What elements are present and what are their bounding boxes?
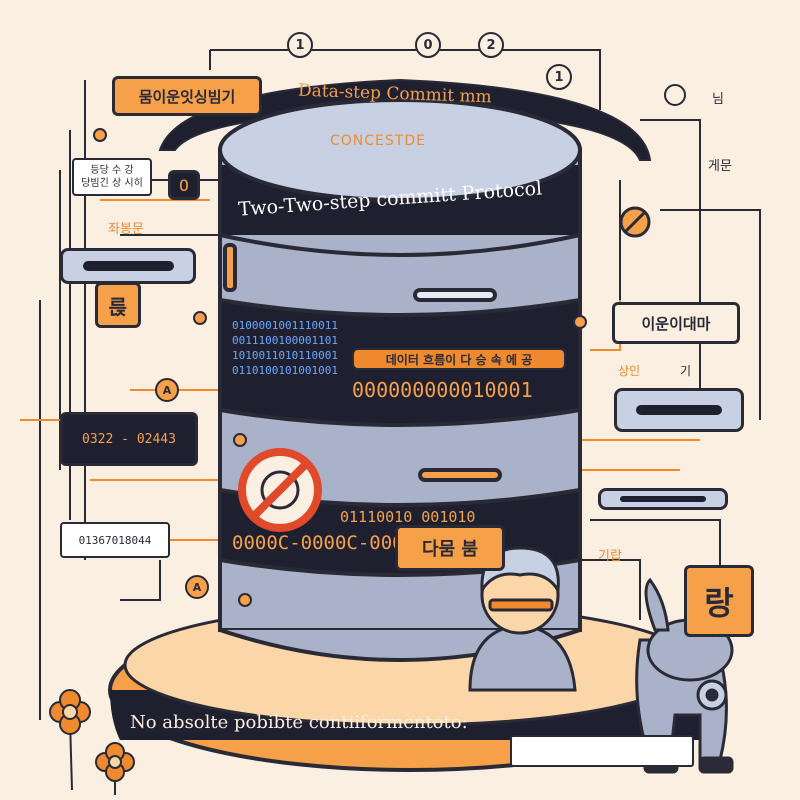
step-number-2: 2 <box>478 32 504 58</box>
korean-banner: 데이터 흐름이 다 승 속 에 공 <box>352 348 566 370</box>
binary-row: 0100001001110011 <box>232 319 338 332</box>
left-o-node: O <box>168 170 200 200</box>
right-big-char: 랑 <box>684 565 754 637</box>
binary-bottom: 0000C-0000C-0000 <box>232 532 416 554</box>
step-number-1b: 1 <box>546 64 572 90</box>
person-character <box>468 546 577 692</box>
flower-icon-2 <box>95 742 135 795</box>
right-slot-box-2 <box>598 488 728 510</box>
left-slot-bar <box>82 261 174 271</box>
right-slot-box <box>614 388 744 432</box>
right-slot-bar-2 <box>619 496 707 502</box>
platform-text: No absolte pobibte contiiformentoto: <box>130 712 468 733</box>
right-orange-box: 이운이대마 <box>612 302 740 344</box>
left-white-tag: 등당 수 강 당빔긴 상 시히 <box>72 158 152 196</box>
donkey-character <box>635 577 734 774</box>
bottom-tag: 다뭄 붐 <box>395 525 505 571</box>
right-korean-3: 상인 <box>618 364 641 378</box>
left-korean-side: 좌봉문 <box>108 222 144 237</box>
right-korean-top: 님 <box>712 92 724 107</box>
left-dark-box-1: 0322 - 02443 <box>60 412 198 466</box>
step-number-1: 1 <box>287 32 313 58</box>
binary-upper: 01110010 001010 <box>340 508 476 526</box>
left-white-tag-line2: 당빔긴 상 시히 <box>81 178 143 189</box>
left-slot-box <box>60 248 196 284</box>
left-dark-box-2: 01367018044 <box>60 522 170 558</box>
step-number-0: 0 <box>415 32 441 58</box>
forbidden-small-icon <box>619 206 651 238</box>
connector-nodes <box>93 84 686 607</box>
right-korean-2: 게문 <box>708 159 732 174</box>
binary-main: 000000000010001 <box>352 378 533 402</box>
left-a-node: A <box>155 378 179 402</box>
db-top-label: CONCESTDE <box>330 133 426 149</box>
binary-row: 0110100101001001 <box>232 364 338 377</box>
binary-row: 0011100100001101 <box>232 334 338 347</box>
forbidden-sign-icon <box>238 448 322 532</box>
right-slot-bar <box>635 405 723 415</box>
left-a-node-2: A <box>185 575 209 599</box>
left-orange-square: 륹 <box>95 282 141 328</box>
left-white-tag-line1: 등당 수 강 <box>90 165 134 176</box>
left-top-label: 뭄이운잇싱빔기 <box>112 76 262 116</box>
flower-icon-1 <box>49 689 91 791</box>
binary-row: 1010011010110001 <box>232 349 338 362</box>
binary-stream: 0100001001110011 0011100100001101 101001… <box>232 318 362 378</box>
right-korean-5: 기랍 <box>598 549 622 564</box>
platform-input-box <box>510 735 694 767</box>
right-korean-4: 기 <box>680 364 692 378</box>
